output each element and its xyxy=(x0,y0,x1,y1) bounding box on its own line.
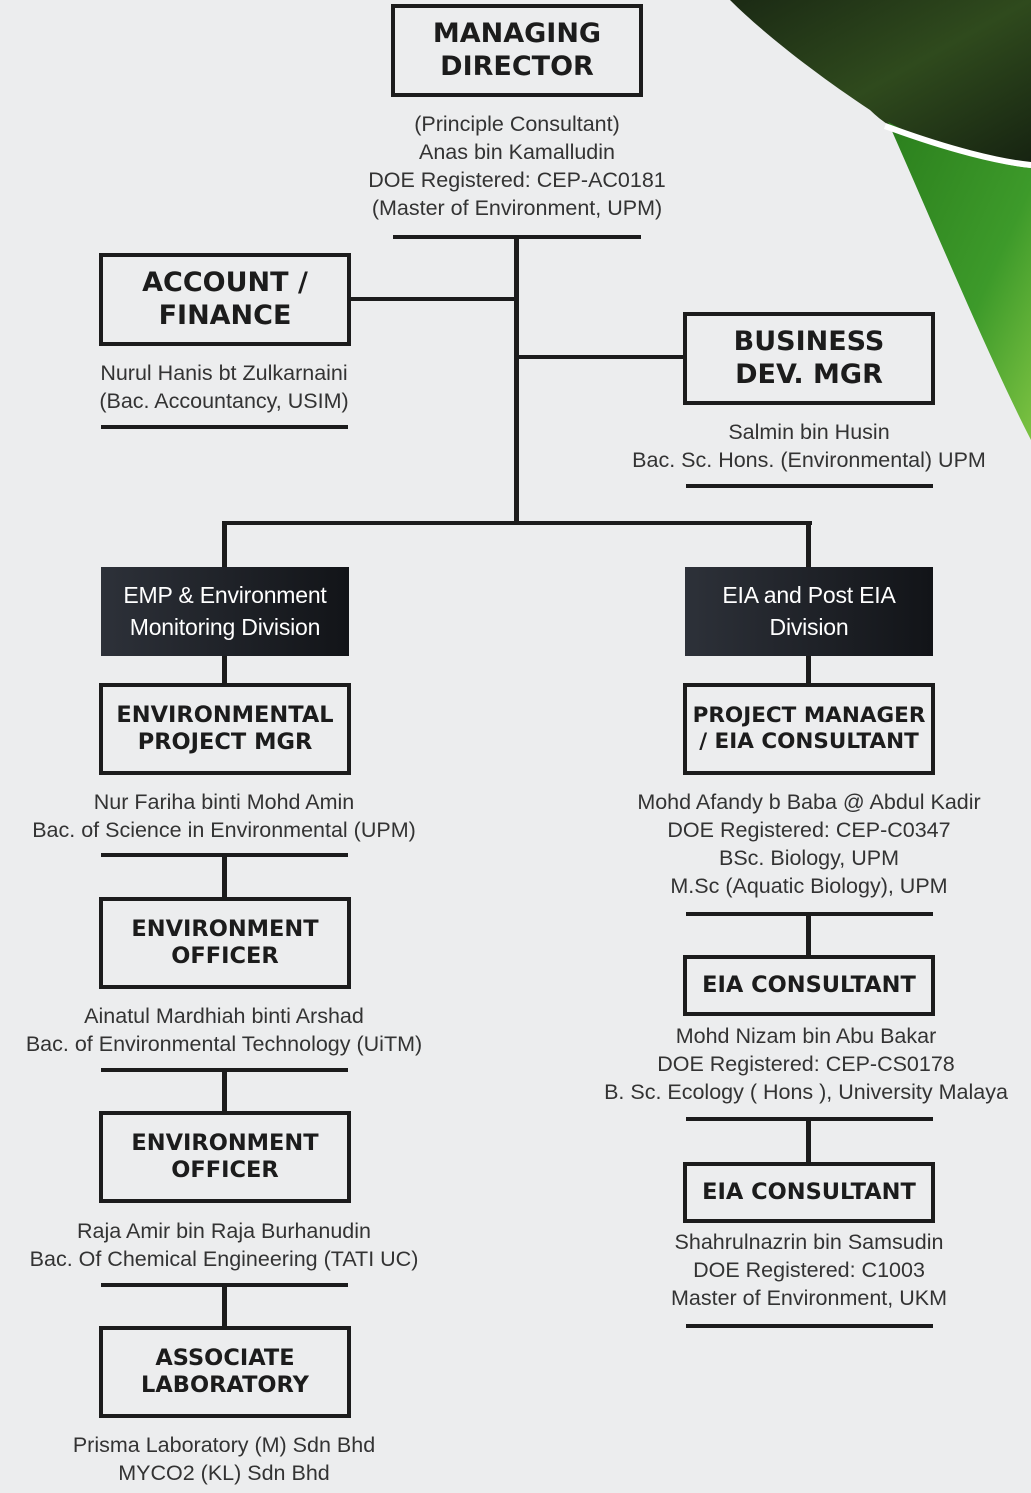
env-officer-2-qualification: Bac. Of Chemical Engineering (TATI UC) xyxy=(29,1247,419,1271)
eia-consultant-1-title: EIA CONSULTANT xyxy=(702,972,916,998)
eia-consultant-2-name: Shahrulnazrin bin Samsudin xyxy=(674,1230,944,1254)
associate-lab-title-line-2: LABORATORY xyxy=(141,1372,309,1398)
associate-lab-details: Prisma Laboratory (M) Sdn Bhd MYCO2 (KL)… xyxy=(24,1431,424,1487)
managing-director-title-line-2: DIRECTOR xyxy=(440,50,594,82)
env-officer-1-title-line-2: OFFICER xyxy=(171,943,279,969)
associate-lab-2: MYCO2 (KL) Sdn Bhd xyxy=(118,1461,330,1485)
eia-consultant-1-name: Mohd Nizam bin Abu Bakar xyxy=(675,1024,937,1048)
business-dev-title-line-2: DEV. MGR xyxy=(735,358,883,390)
env-officer-2-title-line-1: ENVIRONMENT xyxy=(131,1130,319,1156)
env-officer-2-name: Raja Amir bin Raja Burhanudin xyxy=(77,1219,371,1243)
eia-consultant-2-registration: DOE Registered: C1003 xyxy=(693,1258,925,1282)
project-manager-details: Mohd Afandy b Baba @ Abdul Kadir DOE Reg… xyxy=(589,788,1029,900)
emp-division-line-2: Monitoring Division xyxy=(129,613,321,640)
associate-lab-title-line-1: ASSOCIATE xyxy=(155,1345,295,1371)
account-finance-box: ACCOUNT /FINANCE xyxy=(99,253,351,346)
account-finance-details: Nurul Hanis bt Zulkarnaini (Bac. Account… xyxy=(24,359,424,415)
eia-consultant-box-2: EIA CONSULTANT xyxy=(683,1162,935,1223)
eia-consultant-2-title: EIA CONSULTANT xyxy=(702,1179,916,1205)
env-officer-1-qualification: Bac. of Environmental Technology (UiTM) xyxy=(25,1032,423,1056)
project-manager-title-line-1: PROJECT MANAGER xyxy=(692,703,926,729)
account-finance-qualification: (Bac. Accountancy, USIM) xyxy=(99,389,349,413)
managing-director-title-line-1: MANAGING xyxy=(432,18,602,50)
managing-director-name: Anas bin Kamalludin xyxy=(418,140,615,164)
business-dev-details: Salmin bin Husin Bac. Sc. Hons. (Environ… xyxy=(589,418,1029,474)
managing-director-registration: DOE Registered: CEP-AC0181 xyxy=(368,168,666,192)
project-manager-name: Mohd Afandy b Baba @ Abdul Kadir xyxy=(637,790,981,814)
emp-division-line-1: EMP & Environment xyxy=(123,581,327,608)
account-finance-title-line-2: FINANCE xyxy=(158,299,292,331)
env-officer-2-details: Raja Amir bin Raja Burhanudin Bac. Of Ch… xyxy=(4,1217,444,1273)
project-manager-qualification-2: M.Sc (Aquatic Biology), UPM xyxy=(670,874,948,898)
eia-consultant-2-details: Shahrulnazrin bin Samsudin DOE Registere… xyxy=(589,1228,1029,1312)
env-project-mgr-qualification: Bac. of Science in Environmental (UPM) xyxy=(32,818,416,842)
account-finance-name: Nurul Hanis bt Zulkarnaini xyxy=(100,361,348,385)
project-manager-eia-consultant-box: PROJECT MANAGER/ EIA CONSULTANT xyxy=(683,683,935,775)
business-dev-name: Salmin bin Husin xyxy=(728,420,890,444)
env-officer-1-details: Ainatul Mardhiah binti Arshad Bac. of En… xyxy=(0,1002,448,1058)
env-project-mgr-name: Nur Fariha binti Mohd Amin xyxy=(93,790,355,814)
business-dev-title-line-1: BUSINESS xyxy=(733,326,885,358)
eia-division-line-2: Division xyxy=(769,613,849,640)
eia-consultant-1-details: Mohd Nizam bin Abu Bakar DOE Registered:… xyxy=(584,1022,1028,1106)
env-project-mgr-title-line-1: ENVIRONMENTAL xyxy=(116,702,334,728)
managing-director-details: (Principle Consultant) Anas bin Kamallud… xyxy=(317,110,717,222)
eia-division-line-1: EIA and Post EIA xyxy=(722,581,896,608)
associate-lab-1: Prisma Laboratory (M) Sdn Bhd xyxy=(72,1433,376,1457)
env-officer-1-title-line-1: ENVIRONMENT xyxy=(131,916,319,942)
env-project-mgr-details: Nur Fariha binti Mohd Amin Bac. of Scien… xyxy=(4,788,444,844)
eia-consultant-1-registration: DOE Registered: CEP-CS0178 xyxy=(657,1052,955,1076)
business-dev-qualification: Bac. Sc. Hons. (Environmental) UPM xyxy=(632,448,986,472)
eia-consultant-1-qualification: B. Sc. Ecology ( Hons ), University Mala… xyxy=(604,1080,1008,1104)
managing-director-role: (Principle Consultant) xyxy=(414,112,620,136)
env-officer-2-title-line-2: OFFICER xyxy=(171,1157,279,1183)
account-finance-title-line-1: ACCOUNT / xyxy=(142,267,308,299)
eia-consultant-box-1: EIA CONSULTANT xyxy=(683,955,935,1016)
env-officer-1-name: Ainatul Mardhiah binti Arshad xyxy=(84,1004,364,1028)
env-project-mgr-title-line-2: PROJECT MGR xyxy=(137,729,313,755)
project-manager-registration: DOE Registered: CEP-C0347 xyxy=(667,818,951,842)
eia-consultant-2-qualification: Master of Environment, UKM xyxy=(670,1286,947,1310)
project-manager-title-line-2: / EIA CONSULTANT xyxy=(699,729,919,754)
project-manager-qualification-1: BSc. Biology, UPM xyxy=(718,846,900,870)
eia-post-eia-division: EIA and Post EIA Division xyxy=(685,567,933,656)
managing-director-qualification: (Master of Environment, UPM) xyxy=(371,196,663,220)
